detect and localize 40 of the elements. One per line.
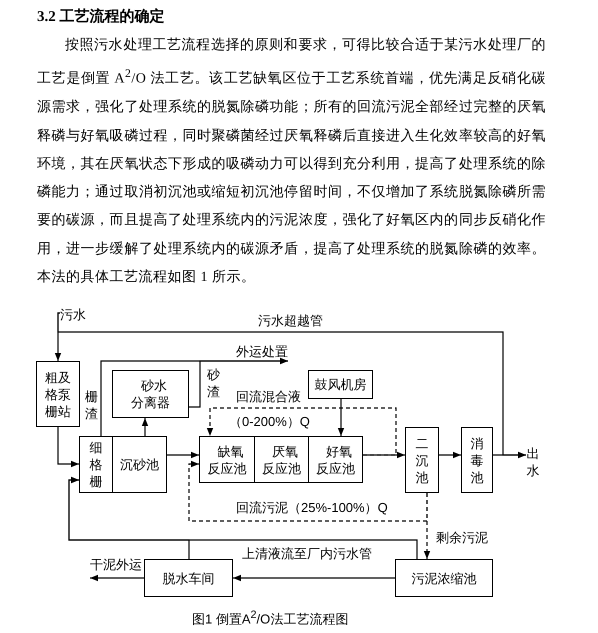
arrow xyxy=(493,452,526,458)
body-paragraph: 按照污水处理工艺流程选择的原则和要求，可得比较合适于某污水处理厂的工艺是倒置 A$^{2}$/O 法工艺。该工艺缺氧区位于工艺系统首端，优先满足反硝化碳源需求，强化了处理系统的脱氮除磷功能；所有的回流污泥全部经过完整的厌氧释磷与好氧吸磷过程，同时聚磷菌经过厌氧释磷后直接进入生化效率较高的好氧环境，其在厌氧状态下形成的吸磷动力可以得到充分利用，提高了处理系统的除磷能力；通过取消初沉池或缩短初沉池停留时间，不仅增加了系统脱氮除磷所需要的碳源，而且提高了处理系统内的污泥浓度，强化了好氧区内的同步反硝化作用，进一步缓解了处理系统内的碳源矛盾，提高了处理系统的脱氮除磷的效率。本法的具体工艺流程如图 1 所示。 xyxy=(37,36,546,288)
process-box: 二沉池 xyxy=(405,427,439,493)
arrow xyxy=(439,452,461,458)
dashed-arrow xyxy=(424,493,430,559)
process-box: 沉砂池 xyxy=(112,436,167,493)
edge-label: 剩余污泥 xyxy=(436,529,488,546)
arrow xyxy=(167,452,199,458)
dashed-arrow xyxy=(188,460,428,522)
process-box: 消毒池 xyxy=(461,427,493,493)
process-box: 鼓风机房 xyxy=(308,370,373,399)
arrow xyxy=(68,476,190,559)
edge-label: 干泥外运 xyxy=(90,556,142,573)
arrow xyxy=(363,452,405,458)
edge-label: 砂渣 xyxy=(207,366,220,400)
arrow xyxy=(90,574,144,582)
process-box: 缺氧反应池 xyxy=(199,436,255,483)
edge-label: 回流混合液 xyxy=(236,388,301,405)
edge-label: 回流污泥（25%-100%）Q xyxy=(236,499,388,516)
process-box: 砂水分离器 xyxy=(112,370,189,418)
process-box: 粗及格泵栅站 xyxy=(36,361,80,427)
process-box: 厌氧反应池 xyxy=(254,436,309,483)
edge-label: 上清液流至厂内污水管 xyxy=(242,545,372,562)
process-box: 细格栅 xyxy=(79,436,113,493)
dashed-arrow xyxy=(206,407,397,456)
inlet-label: 污水 xyxy=(60,306,86,323)
arrow xyxy=(338,399,344,436)
ratio-label: （0-200%）Q xyxy=(229,414,310,429)
process-box: 好氧反应池 xyxy=(308,436,363,483)
figure-caption: 图1 倒置A$^{2}$/O法工艺流程图 xyxy=(192,608,348,628)
arrow xyxy=(57,427,79,468)
edge-label: 栅渣 xyxy=(85,388,98,422)
arrow xyxy=(189,358,288,408)
arrow xyxy=(142,418,148,436)
arrow xyxy=(233,574,395,582)
outlet-label: 出水 xyxy=(526,445,540,479)
process-box: 脱水车间 xyxy=(144,559,233,597)
section-heading: 3.2 工艺流程的确定 xyxy=(37,8,164,26)
process-box: 污泥浓缩池 xyxy=(395,559,493,597)
destination-label: 外运处置 xyxy=(236,343,288,360)
